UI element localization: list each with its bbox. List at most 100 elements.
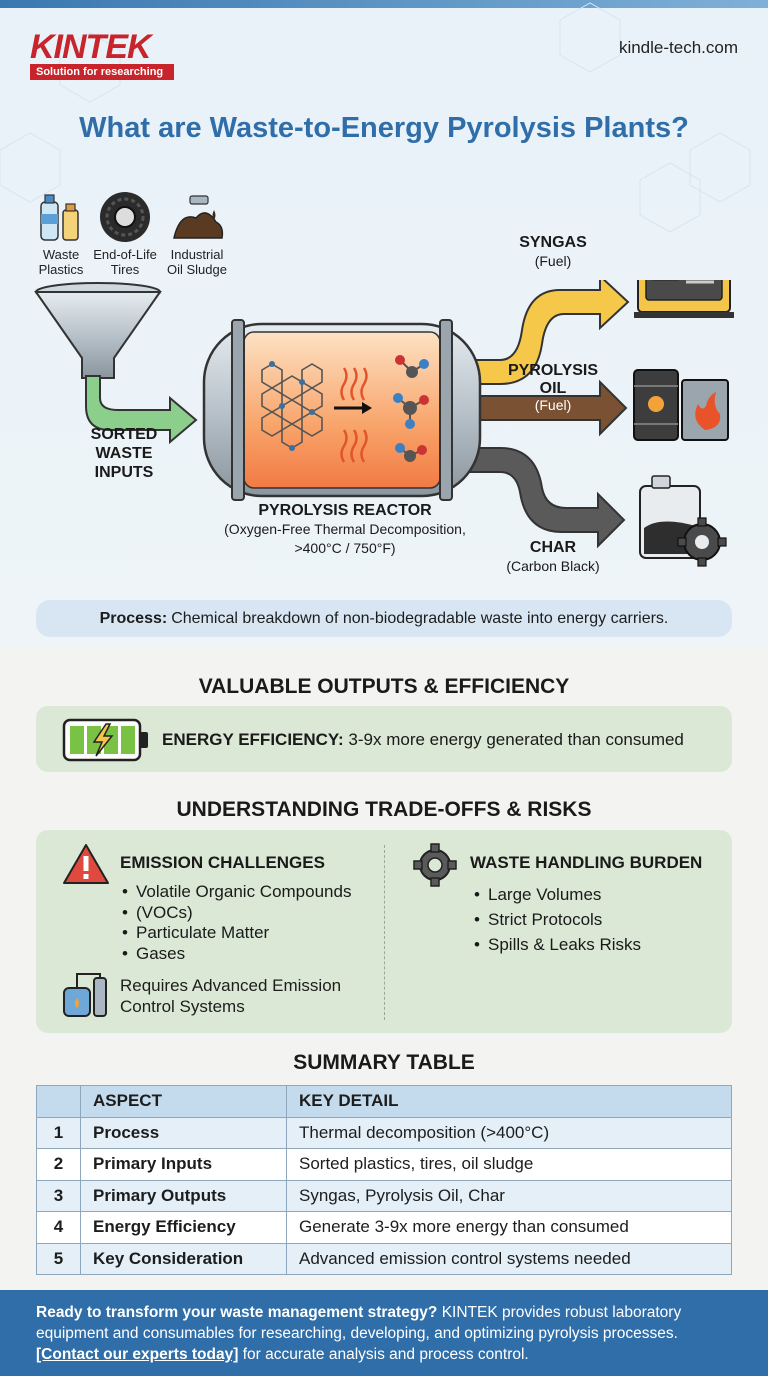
- gear-icon: [677, 517, 727, 567]
- row-detail: Generate 3-9x more energy than consumed: [286, 1211, 732, 1244]
- energy-efficiency-box: [36, 706, 732, 772]
- pyrolysis-reactor-icon: [202, 319, 482, 501]
- input-label-line2: Plastics: [38, 262, 84, 277]
- pyrolysis-oil-label: PYROLYSIS OIL: [496, 362, 610, 398]
- top-accent-bar: [0, 0, 768, 8]
- pyrolysis-oil-sub: (Fuel): [534, 397, 572, 413]
- summary-table: ASPECT KEY DETAIL 1 Process Thermal deco…: [36, 1085, 732, 1275]
- input-label-line1: End-of-Life: [93, 247, 157, 262]
- sorted-label-line2: WASTE: [95, 445, 153, 462]
- table-row: 1 Process Thermal decomposition (>400°C): [36, 1116, 732, 1149]
- list-item: Strict Protocols: [472, 907, 641, 932]
- input-end-of-life-tires: End-of-Life Tires: [86, 247, 164, 277]
- handling-list: Large Volumes Strict Protocols Spills & …: [472, 882, 641, 957]
- sorted-inputs-arrow: [85, 375, 198, 445]
- row-number: 1: [36, 1116, 81, 1149]
- sorted-waste-inputs-label: SORTED WASTE INPUTS: [74, 425, 174, 482]
- table-header-detail: KEY DETAIL: [286, 1085, 732, 1118]
- emission-requirement: Requires Advanced Emission Control Syste…: [120, 976, 341, 1017]
- contact-experts-link[interactable]: [Contact our experts today]: [36, 1346, 239, 1363]
- pyrolysis-oil-arrow: [469, 379, 628, 437]
- list-item: (VOCs): [120, 903, 351, 924]
- row-number: 4: [36, 1211, 81, 1244]
- row-aspect: Energy Efficiency: [80, 1211, 287, 1244]
- reactor-subtitle-line2: >400°C / 750°F): [294, 540, 396, 556]
- risks-heading: UNDERSTANDING TRADE-OFFS & RISKS: [176, 798, 592, 821]
- row-number: 2: [36, 1148, 81, 1181]
- risks-divider: [384, 845, 385, 1020]
- oil-sludge-icon: [173, 195, 224, 239]
- website-link[interactable]: kindle-tech.com: [618, 38, 738, 57]
- char-subtitle: (Carbon Black): [506, 558, 600, 574]
- summary-heading: SUMMARY TABLE: [293, 1051, 475, 1074]
- energy-efficiency-value: 3-9x more energy generated than consumed: [348, 730, 684, 749]
- energy-efficiency-text: ENERGY EFFICIENCY: 3-9x more energy gene…: [162, 730, 684, 750]
- oil-title-line1: PYROLYSIS: [507, 362, 599, 379]
- waste-handling-title: WASTE HANDLING BURDEN: [470, 853, 703, 872]
- footer-body-1: KINTEK provides robust laboratory equipm…: [36, 1304, 682, 1342]
- list-item: Gases: [120, 944, 351, 965]
- oil-barrel-icon: [633, 369, 679, 441]
- table-header-row: ASPECT KEY DETAIL: [36, 1085, 732, 1118]
- row-number: 3: [36, 1179, 81, 1212]
- sorted-label-line3: INPUTS: [94, 464, 154, 481]
- process-diagram: [34, 280, 734, 567]
- hexagon-pattern: [0, 2, 751, 233]
- battery-icon: [62, 718, 148, 762]
- char-label: CHAR (Carbon Black): [486, 538, 620, 576]
- settings-gear-icon: [413, 843, 457, 887]
- furnace-fire-icon: [681, 379, 729, 441]
- sorted-label-line1: SORTED: [90, 426, 158, 443]
- input-waste-plastics: Waste Plastics: [26, 247, 96, 277]
- row-aspect: Primary Outputs: [80, 1179, 287, 1212]
- table-row: 2 Primary Inputs Sorted plastics, tires,…: [36, 1148, 732, 1181]
- table-row: 3 Primary Outputs Syngas, Pyrolysis Oil,…: [36, 1179, 732, 1212]
- input-label-line1: Waste: [42, 247, 80, 262]
- emission-challenges-title: EMISSION CHALLENGES: [120, 853, 325, 872]
- row-detail: Thermal decomposition (>400°C): [286, 1116, 732, 1149]
- row-number: 5: [36, 1242, 81, 1275]
- row-aspect: Key Consideration: [80, 1242, 287, 1275]
- table-header-num: [36, 1085, 81, 1118]
- kintek-logo[interactable]: KINTEK Solution for researching: [30, 30, 174, 80]
- logo-wordmark: KINTEK: [30, 28, 152, 66]
- reactor-label: PYROLYSIS REACTOR (Oxygen-Free Thermal D…: [190, 501, 500, 558]
- process-label: Process:: [99, 609, 168, 627]
- row-aspect: Primary Inputs: [80, 1148, 287, 1181]
- process-summary-box: Process: Chemical breakdown of non-biode…: [36, 600, 732, 637]
- input-label-line1: Industrial: [170, 247, 224, 262]
- list-item: Volatile Organic Compounds: [120, 882, 351, 903]
- emission-control-icon: [63, 973, 107, 1017]
- char-title: CHAR: [529, 539, 577, 556]
- list-item: Large Volumes: [472, 882, 641, 907]
- page-title: What are Waste-to-Energy Pyrolysis Plant…: [79, 112, 689, 144]
- footer-lead: Ready to transform your waste management…: [36, 1304, 438, 1321]
- process-text: Chemical breakdown of non-biodegradable …: [171, 609, 669, 627]
- list-item: Spills & Leaks Risks: [472, 932, 641, 957]
- outputs-heading: VALUABLE OUTPUTS & EFFICIENCY: [198, 675, 570, 698]
- logo-tagline: Solution for researching: [30, 64, 174, 80]
- requirement-line2: Control Systems: [120, 996, 245, 1016]
- list-item: Particulate Matter: [120, 923, 351, 944]
- emission-list: Volatile Organic Compounds (VOCs) Partic…: [120, 882, 351, 964]
- table-header-aspect: ASPECT: [80, 1085, 287, 1118]
- reactor-subtitle-line1: (Oxygen-Free Thermal Decomposition,: [224, 521, 466, 537]
- oil-title-line2: OIL: [539, 380, 567, 397]
- table-row: 5 Key Consideration Advanced emission co…: [36, 1242, 732, 1275]
- generator-icon: [634, 280, 734, 318]
- energy-efficiency-label: ENERGY EFFICIENCY:: [162, 730, 344, 749]
- table-row: 4 Energy Efficiency Generate 3-9x more e…: [36, 1211, 732, 1244]
- syngas-label: SYNGAS (Fuel): [500, 233, 606, 271]
- row-detail: Syngas, Pyrolysis Oil, Char: [286, 1179, 732, 1212]
- char-arrow: [469, 447, 626, 549]
- tire-icon: [100, 192, 150, 242]
- row-detail: Advanced emission control systems needed: [286, 1242, 732, 1275]
- warning-icon: [63, 844, 109, 884]
- syngas-subtitle: (Fuel): [534, 253, 572, 269]
- reactor-title: PYROLYSIS REACTOR: [258, 502, 432, 519]
- funnel-icon: [34, 282, 162, 379]
- requirement-line1: Requires Advanced Emission: [120, 976, 342, 995]
- plastic-bottles-icon: [40, 194, 79, 241]
- syngas-arrow: [469, 280, 630, 385]
- footer-cta-banner: Ready to transform your waste management…: [0, 1290, 768, 1376]
